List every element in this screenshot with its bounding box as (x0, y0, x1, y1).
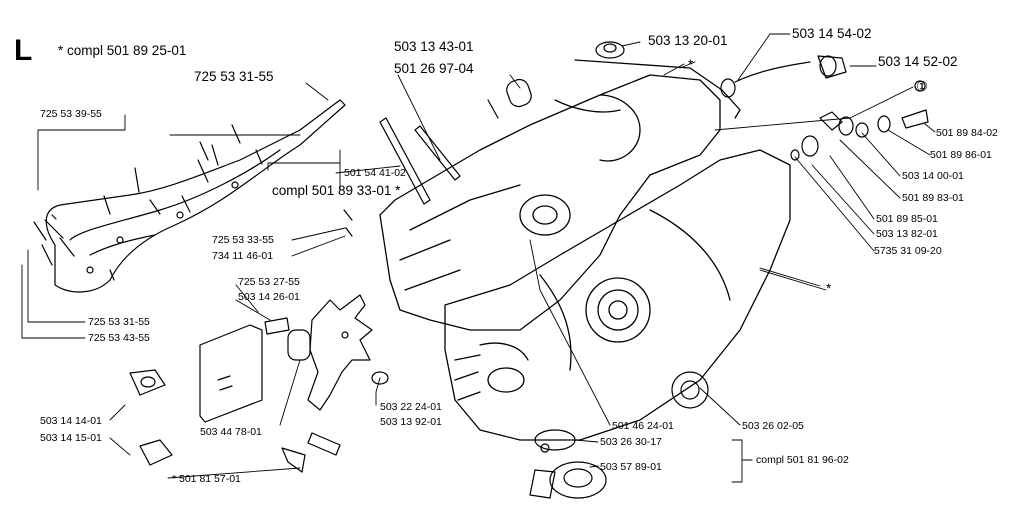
label-503-57-89-01: 503 57 89-01 (600, 461, 662, 473)
label-725-53-33-55: 725 53 33-55 (212, 234, 274, 246)
label-734-11-46-01: 734 11 46-01 (212, 250, 274, 262)
label-503-14-52-02: 503 14 52-02 (878, 54, 958, 69)
header-compl-note: * compl 501 89 25-01 (58, 43, 187, 58)
label-501-54-41-02: 501 54 41-02 (344, 167, 406, 179)
leader-lines (21, 33, 936, 483)
label-compl-501-89-33-01: compl 501 89 33-01 * (272, 183, 401, 198)
star-marker-right: * (826, 281, 832, 296)
label-501-89-83-01: 501 89 83-01 (902, 192, 964, 204)
label-503-13-92-01: 503 13 92-01 (380, 416, 442, 428)
circled-one-marker: ① (916, 79, 929, 94)
label-501-46-24-01: 501 46 24-01 (612, 420, 674, 432)
label-501-26-97-04: 501 26 97-04 (394, 61, 474, 76)
label-725-53-31-55-bottom: 725 53 31-55 (88, 316, 150, 328)
top-right-parts (595, 41, 929, 161)
label-503-26-02-05: 503 26 02-05 (742, 420, 804, 432)
label-501-89-86-01: 501 89 86-01 (930, 149, 992, 161)
label-725-53-39-55: 725 53 39-55 (40, 108, 102, 120)
label-503-14-14-01: 503 14 14-01 (40, 415, 102, 427)
label-503-14-54-02: 503 14 54-02 (792, 26, 872, 41)
label-503-22-24-01: 503 22 24-01 (380, 401, 442, 413)
label-503-14-00-01: 503 14 00-01 (902, 170, 964, 182)
center-bolts (343, 78, 532, 237)
crankcase (379, 59, 791, 441)
label-725-53-31-55-top: 725 53 31-55 (194, 69, 274, 84)
label-725-53-27-55: 725 53 27-55 (238, 276, 300, 288)
label-503-13-82-01: 503 13 82-01 (876, 228, 938, 240)
label-503-14-26-01: 503 14 26-01 (238, 291, 300, 303)
label-503-13-43-01: 503 13 43-01 (394, 39, 474, 54)
right-side-parts (529, 371, 709, 499)
label-503-26-30-17: 503 26 30-17 (600, 436, 662, 448)
label-503-14-15-01: 503 14 15-01 (40, 432, 102, 444)
handle-frame (33, 99, 346, 293)
section-letter: L (14, 34, 33, 67)
label-725-53-43-55: 725 53 43-55 (88, 332, 150, 344)
star-marker-top: * (688, 57, 694, 72)
label-501-89-85-01: 501 89 85-01 (876, 213, 938, 225)
label-5735-31-09-20: 5735 31 09-20 (874, 245, 942, 257)
label-compl-501-81-96-02: compl 501 81 96-02 (756, 454, 849, 466)
label-501-89-84-02: 501 89 84-02 (936, 127, 998, 139)
label-503-44-78-01: 503 44 78-01 (200, 426, 262, 438)
lower-left-parts (129, 294, 389, 473)
label-503-13-20-01: 503 13 20-01 (648, 33, 728, 48)
label-501-81-57-01: * 501 81 57-01 (172, 473, 241, 485)
